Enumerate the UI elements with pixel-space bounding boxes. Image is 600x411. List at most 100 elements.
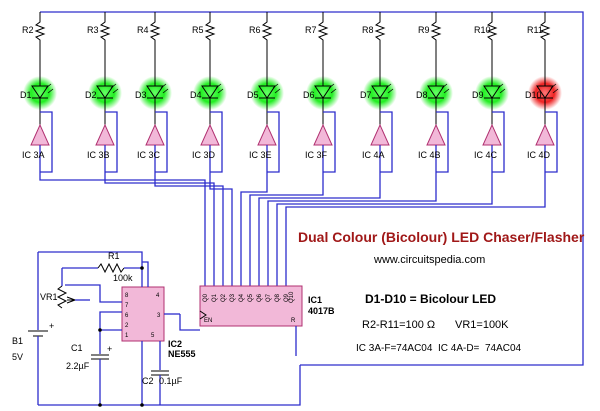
c1-ref: C1 <box>71 343 83 353</box>
counter-output-pin: Q2 <box>221 293 227 302</box>
led-glow-green <box>88 76 122 110</box>
resistor-label: R3 <box>87 25 99 35</box>
resistor <box>261 12 273 60</box>
led-bypass-wire <box>40 111 53 173</box>
led-glow-green <box>363 76 397 110</box>
resistor <box>374 12 386 60</box>
led-bypass-wire <box>323 111 336 173</box>
inverter-label: IC 3A <box>22 150 45 160</box>
led-bypass-wire <box>380 111 393 173</box>
ic1-ref: IC1 <box>308 295 322 305</box>
led-light-arrows-icon <box>385 83 394 94</box>
inverter-gate-icon <box>200 123 220 146</box>
vr1-ref: VR1 <box>40 292 58 302</box>
junction-dot <box>98 403 102 407</box>
resistor <box>204 12 216 60</box>
resistor-label: R6 <box>249 25 261 35</box>
resistor-label: R11 <box>527 25 543 35</box>
resistor-label: R10 <box>474 25 491 35</box>
led-light-arrows-icon <box>272 83 281 94</box>
resistor-label: R4 <box>137 25 149 35</box>
bus-wire <box>39 172 206 286</box>
ic1-4017-body <box>199 285 303 327</box>
led-bypass-wire <box>492 111 505 173</box>
note-vr: VR1=100K <box>455 319 509 331</box>
counter-output-bus <box>39 172 546 286</box>
ic1-clock-marker <box>199 310 207 320</box>
inverter-label: IC 3E <box>249 150 272 160</box>
led-glow-green <box>138 76 172 110</box>
ic1-q10-pin: Q10 <box>289 291 295 303</box>
note-resistors: R2-R11=100 Ω <box>362 319 435 331</box>
inverter-label: IC 3B <box>87 150 110 160</box>
led-glow-green <box>419 76 453 110</box>
led-label: D2 <box>85 90 97 100</box>
ic2-pin-1: 1 <box>125 333 129 339</box>
r1-ref: R1 <box>108 251 120 261</box>
bus-wire <box>240 172 268 286</box>
junction-dot <box>140 403 144 407</box>
ic2-pin-5: 5 <box>151 333 155 339</box>
c1-value: 2.2µF <box>66 361 90 371</box>
counter-enable-wire <box>179 314 200 331</box>
resistor <box>486 12 498 60</box>
battery-plus-sign: + <box>49 321 54 331</box>
led-label: D1 <box>20 90 32 100</box>
led-light-arrows-icon <box>110 83 119 94</box>
junction-dot <box>140 266 144 270</box>
r1-value: 100k <box>113 273 133 283</box>
inverter-gate-icon <box>482 123 502 146</box>
counter-output-pin: Q1 <box>212 293 218 302</box>
bus-wire <box>258 172 381 286</box>
c2-ref: C2 <box>142 376 154 386</box>
trigger-threshold-wire <box>99 311 122 331</box>
battery-value: 5V <box>12 352 23 362</box>
supply-rail-top <box>40 11 584 366</box>
inverter-label: IC 3D <box>192 150 216 160</box>
counter-output-pin: Q7 <box>266 293 272 302</box>
r1-resistor <box>97 262 125 274</box>
discharge-wire <box>65 284 122 303</box>
ic2-ref: IC2 <box>168 339 182 349</box>
resistor <box>99 12 111 60</box>
c1-plus-sign: + <box>107 344 112 354</box>
ic2-name: NE555 <box>168 349 196 359</box>
inverter-gate-icon <box>313 123 333 146</box>
website-label: www.circuitspedia.com <box>373 254 485 266</box>
counter-output-pin: Q9 <box>284 293 290 302</box>
led-bypass-wire <box>436 111 449 173</box>
led-light-arrows-icon <box>328 83 337 94</box>
led-light-arrows-icon <box>497 83 506 94</box>
vr1-resistor <box>56 285 68 309</box>
led-glow-green <box>250 76 284 110</box>
ic2-pin-4: 4 <box>156 293 160 299</box>
counter-output-pin: Q3 <box>230 293 236 302</box>
counter-output-pin: Q5 <box>248 293 254 302</box>
inverter-label: IC 4B <box>418 150 441 160</box>
diagram-title: Dual Colour (Bicolour) LED Chaser/Flashe… <box>298 229 585 245</box>
resistor <box>317 12 329 60</box>
note-leds: D1-D10 = Bicolour LED <box>365 292 496 306</box>
bus-wire <box>209 172 233 286</box>
resistor-label: R7 <box>305 25 317 35</box>
ic1-en-pin: EN <box>204 318 212 324</box>
counter-output-pin: Q6 <box>257 293 263 302</box>
led-bypass-wire <box>210 111 223 173</box>
inverter-gate-icon <box>145 123 165 146</box>
vcc-wire-left <box>38 251 143 287</box>
inverter-gate-icon <box>370 123 390 146</box>
bus-wire <box>104 172 215 286</box>
counter-output-pin: Q0 <box>203 293 209 302</box>
led-label: D6 <box>303 90 315 100</box>
junction-dot <box>98 328 102 332</box>
led-bypass-wire <box>545 111 558 173</box>
ic2-555-body <box>121 286 165 342</box>
resistor-label: R8 <box>362 25 374 35</box>
